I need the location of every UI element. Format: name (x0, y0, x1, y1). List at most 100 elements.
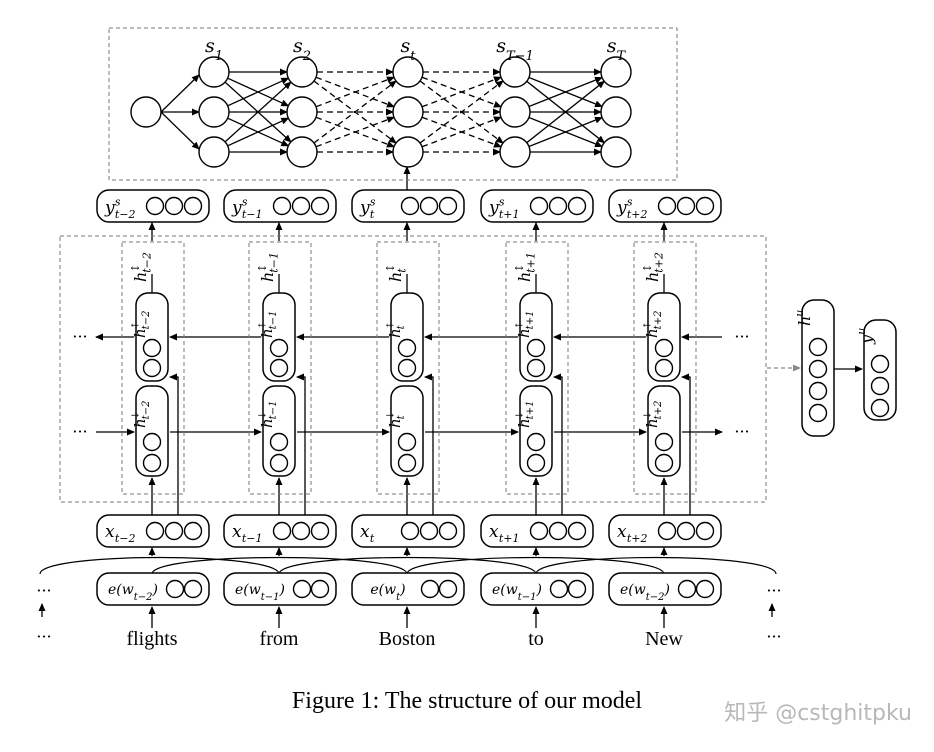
hidden-concat-label: h↕t (384, 264, 409, 282)
crf-state-label: s1 (205, 35, 223, 64)
input-unit (164, 521, 184, 541)
forward-hidden-box (135, 385, 169, 477)
symbol-sub: t+1 (499, 532, 520, 545)
output-unit (529, 196, 549, 216)
hidden-concat-label: h↕t+1 (513, 252, 538, 282)
symbol-base: y (857, 334, 876, 345)
embedding-label: e(wt) (370, 582, 405, 603)
context-window-arc (278, 556, 537, 575)
label-part: s (205, 35, 215, 57)
word-token: from (260, 628, 299, 650)
symbol-base: h (643, 328, 661, 338)
figure-caption: Figure 1: The structure of our model (291, 688, 643, 714)
blstm-frame (59, 235, 767, 503)
symbol-sup: ↕ (513, 264, 526, 273)
symbol-sup: ↑ (514, 321, 525, 329)
symbol-base: x (232, 522, 242, 542)
symbol-base: y (488, 198, 499, 218)
symbol-sub: t+2 (627, 208, 648, 221)
ellipsis: ··· (766, 581, 781, 600)
embedding-unit (310, 579, 330, 599)
symbol-base: x (105, 522, 115, 542)
hidden-column-frame (376, 241, 440, 495)
crf-edge (160, 74, 200, 113)
hidden-unit (654, 453, 674, 473)
symbol-sup: ↓ (514, 411, 525, 419)
input-unit (419, 521, 439, 541)
watermark: 知乎 @cstghitpku (724, 701, 912, 726)
crf-edge (526, 80, 606, 144)
backward-hidden-box (262, 292, 296, 382)
ellipsis: ··· (36, 581, 51, 600)
label-part: ··· (766, 581, 781, 600)
crf-state-node (600, 96, 632, 128)
crf-state-label: s2 (293, 35, 311, 64)
output-unit (310, 196, 330, 216)
input-unit (438, 521, 458, 541)
crf-state-node (392, 96, 424, 128)
symbol-sub: t (370, 532, 375, 545)
crf-edge (421, 116, 502, 148)
ellipsis: ··· (36, 627, 51, 646)
label-part: ) (664, 582, 670, 598)
symbol-sup: s (370, 195, 376, 208)
output-unit (164, 196, 184, 216)
symbol-base: h (131, 418, 149, 428)
hidden-unit (142, 453, 162, 473)
embedding-box (480, 572, 594, 606)
hidden-concat-label: h↕t+2 (641, 252, 666, 282)
label-part: ··· (734, 422, 749, 441)
label-part: e(w (620, 582, 646, 598)
crf-start-node (130, 96, 162, 128)
output-unit (183, 196, 203, 216)
backward-hidden-label: h↑t+2 (642, 311, 664, 338)
backward-hidden-box (647, 292, 681, 382)
label-part: t−2 (646, 592, 665, 603)
crf-edge (315, 76, 395, 108)
crf-state-label: sT (607, 35, 627, 64)
label-part: e(w (492, 582, 518, 598)
label-part: t (410, 49, 416, 64)
input-unit (145, 521, 165, 541)
symbol-sub: t+1 (499, 208, 520, 221)
intent-hidden-unit (808, 403, 828, 423)
crf-state-node (286, 136, 318, 168)
symbol-sub: t−2 (115, 532, 136, 545)
label-part: ··· (766, 627, 781, 646)
label-part: T−1 (506, 49, 534, 64)
forward-hidden-box (519, 385, 553, 477)
embedding-unit (677, 579, 697, 599)
symbol-base: x (617, 522, 627, 542)
hidden-unit (654, 358, 674, 378)
backward-hidden-label: h↑t−1 (257, 311, 279, 338)
forward-hidden-label: h↓t−1 (257, 401, 279, 428)
embedding-box (608, 572, 722, 606)
forward-hidden-label: h↓t−2 (130, 401, 152, 428)
crf-state-label: sT−1 (496, 35, 534, 64)
intent-output-unit (870, 398, 890, 418)
symbol-sub: t−1 (268, 311, 279, 330)
symbol-sub: t−1 (268, 401, 279, 420)
backward-hidden-box (519, 292, 553, 382)
output-unit (400, 196, 420, 216)
symbol-base: y (616, 198, 627, 218)
embedding-unit (183, 579, 203, 599)
label-part: e(w (370, 582, 396, 598)
embedding-label: e(wt−2) (620, 582, 670, 603)
hidden-unit (397, 453, 417, 473)
crf-edge (224, 81, 292, 143)
symbol-sub: t (396, 324, 407, 329)
hidden-unit (526, 358, 546, 378)
symbol-sup: ↑ (130, 321, 141, 329)
crf-state-node (600, 56, 632, 88)
embedding-unit (420, 579, 440, 599)
hidden-unit (397, 338, 417, 358)
output-unit (438, 196, 458, 216)
label-part: 1 (215, 49, 223, 64)
label-part: ··· (36, 627, 51, 646)
intent-output-unit (870, 376, 890, 396)
